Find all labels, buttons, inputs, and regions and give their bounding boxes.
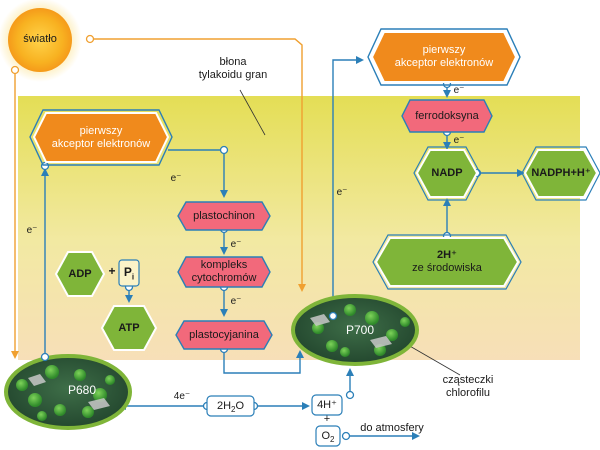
water-label: 2H2O [216, 400, 245, 415]
chlorophyll-pointer [407, 344, 461, 376]
nadp-label: NADP [431, 167, 463, 179]
nadph-label: NADPH+H⁺ [531, 167, 591, 179]
plastocyanin-shape [175, 320, 273, 350]
electron-label-g: e⁻ [453, 135, 465, 146]
ferredoxin-label: ferrodoksyna [415, 109, 479, 122]
atp-shape [100, 305, 158, 351]
ferredoxin-shape [401, 99, 493, 133]
water-box [206, 395, 255, 417]
sun-icon [0, 0, 82, 82]
electron-label-a: e⁻ [26, 225, 38, 236]
electron-label-b: e⁻ [170, 173, 182, 184]
electron-label-f: e⁻ [453, 85, 465, 96]
sun-label: światło [23, 33, 57, 45]
electron-label-c: e⁻ [230, 239, 242, 250]
membrane-line1: błona [219, 56, 247, 68]
plastocyanin-label: plastocyjanina [189, 328, 259, 341]
h-env-label: 2H⁺ze środowiska [412, 249, 482, 274]
protons-label: 4H⁺ [317, 399, 337, 411]
h-env-shape [374, 237, 520, 287]
membrane-line2: tylakoidu gran [198, 69, 268, 81]
psii-label: P680 [67, 383, 97, 397]
atp-label: ATP [118, 321, 140, 334]
cytochrome-shape [177, 256, 271, 288]
psii-ellipse [4, 354, 132, 430]
oxygen-box [315, 425, 341, 447]
psi-ellipse [291, 294, 419, 366]
plus-sign-1: + [108, 264, 116, 278]
membrane-label: błona tylakoidu gran [188, 56, 278, 82]
protons-box [311, 394, 343, 416]
pi-box [118, 259, 140, 287]
atmosphere-label: do atmosfery [360, 422, 424, 434]
psi-label: P700 [345, 323, 375, 337]
nadp-shape [415, 149, 479, 198]
nadph-shape [523, 149, 599, 198]
plastoquinone-shape [177, 201, 271, 231]
pi-label: Pi [123, 265, 135, 282]
light-arrows [11, 38, 306, 359]
adp-shape [54, 251, 106, 297]
membrane-pointer [239, 89, 266, 136]
electron-label-d: e⁻ [230, 296, 242, 307]
acceptor1-shape [32, 112, 170, 163]
electron-label-4: 4e⁻ [173, 391, 191, 402]
adp-label: ADP [68, 267, 92, 280]
acceptor2-shape [370, 31, 518, 83]
plastoquinone-label: plastochinon [193, 209, 255, 222]
plus-sign-2: + [323, 413, 331, 425]
oxygen-label: O2 [321, 430, 335, 445]
electron-label-e: e⁻ [336, 187, 348, 198]
electron-flow-arrows [41, 56, 525, 440]
